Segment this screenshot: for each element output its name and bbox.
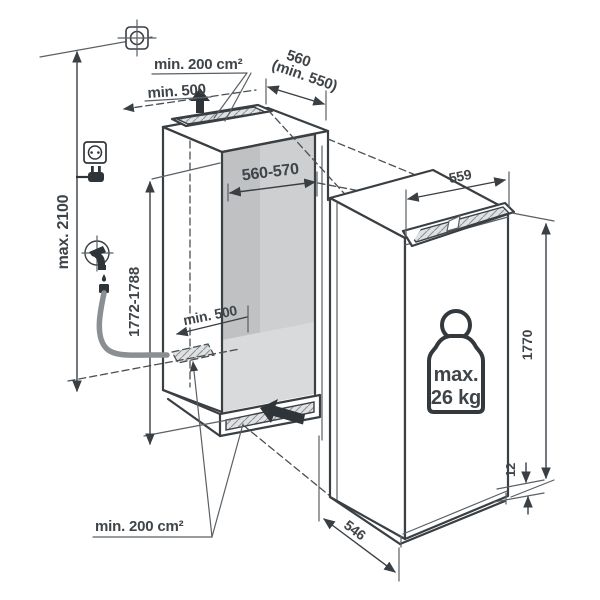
niche-floor [222,322,315,412]
dim-appliance-depth-line [323,518,396,573]
hidden-floor-vent [171,343,215,364]
appliance-left-side [328,196,407,541]
utility-icons [76,19,170,358]
weight-value: 26 kg [431,387,481,409]
top-vent-strip [170,103,274,128]
appliance-door-bottom-line [402,490,508,535]
dim-niche-height: 1772-1788 [126,267,143,337]
dim-niche-depth-line [266,85,326,106]
dim-appliance-width: 559 [447,166,473,186]
drain-hose [96,290,170,358]
appliance-vent-grille [401,201,516,248]
dim-top-clearance-line [122,89,257,113]
airflow-in-arrow-icon [260,399,305,425]
airflow-up-arrow-icon [190,88,210,113]
wall-connection-icon [117,19,157,57]
water-tap-icon [81,235,114,293]
dimensions: max. 2100 1772-1788 min. 500 min. 200 cm… [39,36,555,582]
weight-max-label: max. [434,364,479,386]
dim-appliance-width-line [406,177,507,202]
dim-niche-width: 560-570 [241,161,300,185]
appliance: max. 26 kg [328,168,516,548]
dim-top-clearance: min. 500 [147,81,206,102]
dim-base-gap: 12 [503,463,518,477]
dim-niche-width-line [228,178,317,197]
label-bottom-vent-area: min. 200 cm² [95,518,184,535]
niche-top-left-connector [161,125,224,154]
power-plug-icon [76,166,104,182]
niche-cabinet [161,88,330,441]
weight-limit-icon: max. 26 kg [427,309,485,414]
appliance-bottom-edge [398,499,507,546]
niche-opening-top-edge [220,132,317,154]
dim-appliance-height: 1770 [519,329,535,360]
dim-max-2100: max. 2100 [55,194,72,269]
dim-floor-clearance-line [175,316,248,337]
label-top-vent-area: min. 200 cm² [154,56,243,73]
water-drop-icon [101,274,107,282]
power-socket-icon [83,141,107,164]
